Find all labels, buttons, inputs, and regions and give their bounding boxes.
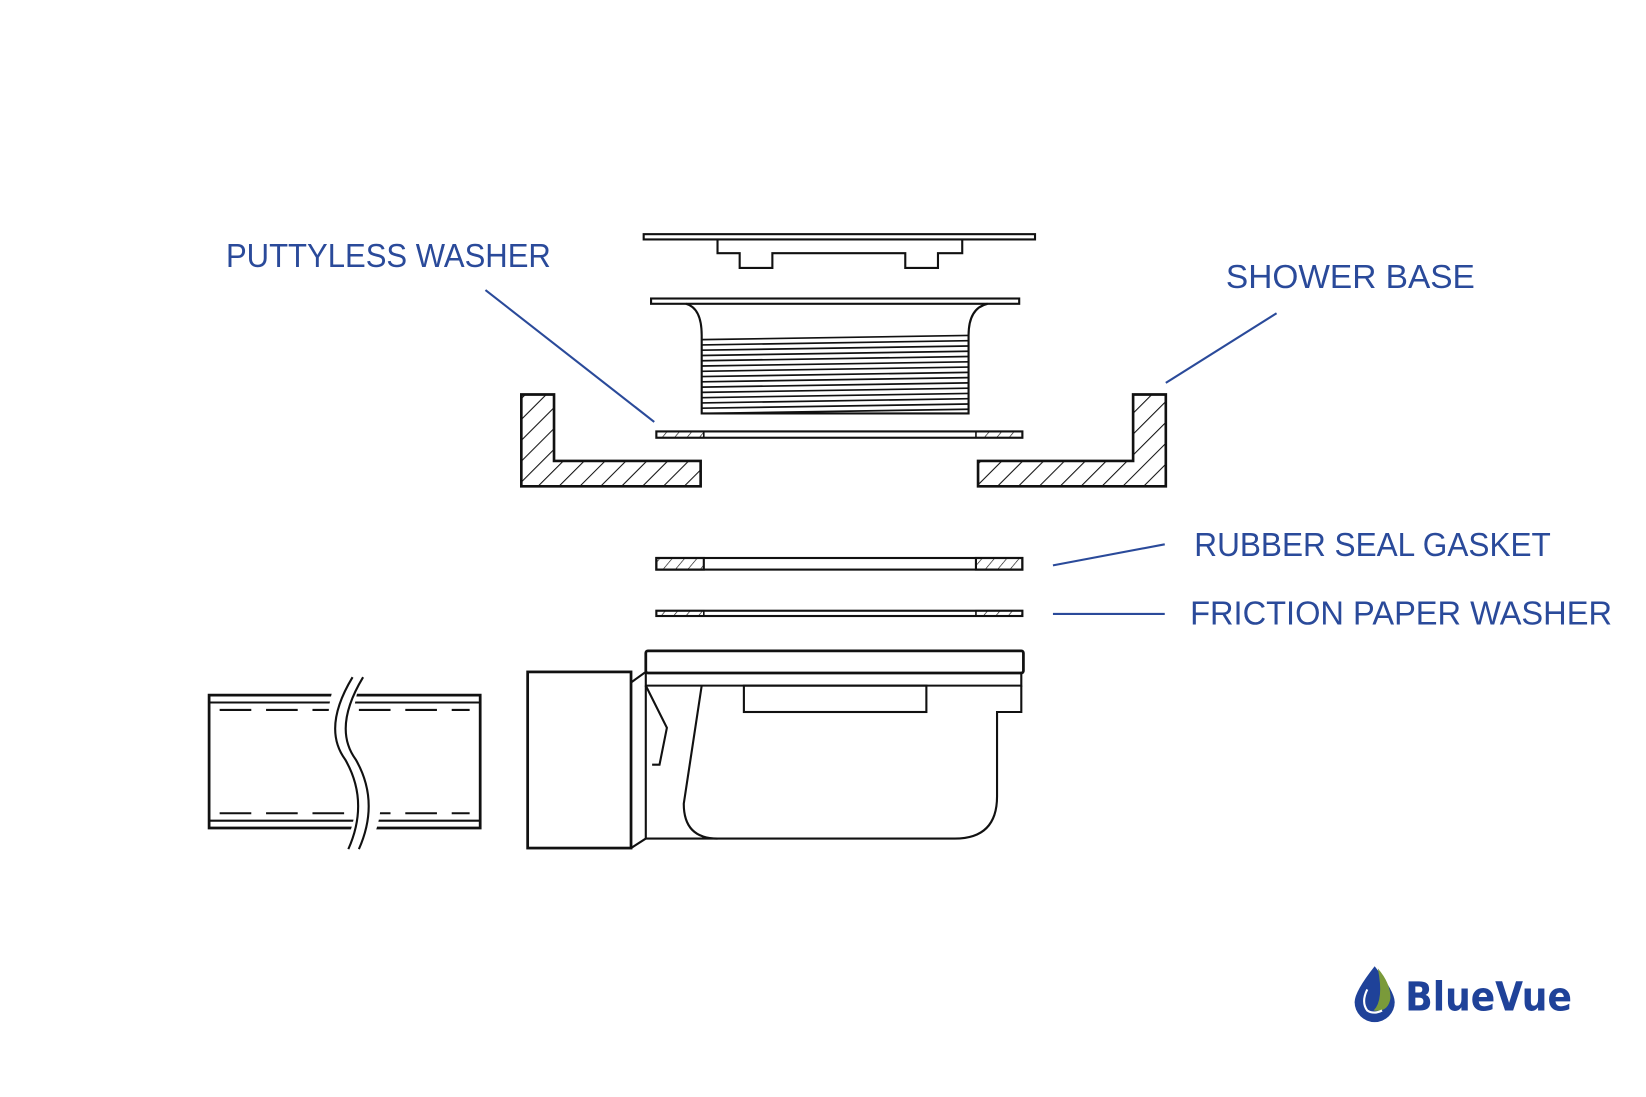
- shower-base-section: [520, 393, 1168, 488]
- water-drop-icon: [1354, 966, 1395, 1023]
- label-rubber-seal-gasket: RUBBER SEAL GASKET: [1194, 526, 1551, 564]
- thread-line: [701, 345, 969, 352]
- thread-line: [701, 408, 969, 415]
- label-shower-base: SHOWER BASE: [1226, 258, 1475, 296]
- bluevue-logo: BlueVue: [1354, 966, 1572, 1023]
- thread-line: [701, 387, 969, 394]
- friction-paper-washer: [655, 609, 1024, 618]
- waste-pipe: [207, 675, 482, 855]
- thread-line: [701, 360, 969, 367]
- threaded-flange: [650, 297, 1021, 415]
- thread-line: [701, 371, 969, 378]
- label-friction-paper-washer: FRICTION PAPER WASHER: [1190, 594, 1612, 632]
- leader-shower-base: [1165, 312, 1278, 384]
- threads: [701, 334, 969, 415]
- thread-line: [701, 397, 969, 404]
- thread-line: [701, 355, 969, 362]
- thread-line: [701, 376, 969, 383]
- leader-rubber-seal-gasket: [1052, 543, 1165, 567]
- thread-line: [701, 339, 969, 346]
- rubber-seal-gasket: [655, 556, 1024, 571]
- drain-grate: [642, 233, 1037, 269]
- leader-lines: [484, 289, 1278, 615]
- logo-text: BlueVue: [1405, 975, 1572, 1021]
- thread-line: [701, 403, 969, 410]
- puttyless-washer: [655, 430, 1024, 439]
- thread-line: [701, 334, 969, 341]
- label-puttyless-washer: PUTTYLESS WASHER: [226, 237, 551, 275]
- thread-line: [701, 350, 969, 357]
- thread-line: [701, 382, 969, 388]
- drain-trap-body: [526, 649, 1025, 850]
- thread-line: [701, 366, 969, 373]
- leader-puttyless-washer: [484, 289, 655, 423]
- thread-line: [701, 392, 969, 399]
